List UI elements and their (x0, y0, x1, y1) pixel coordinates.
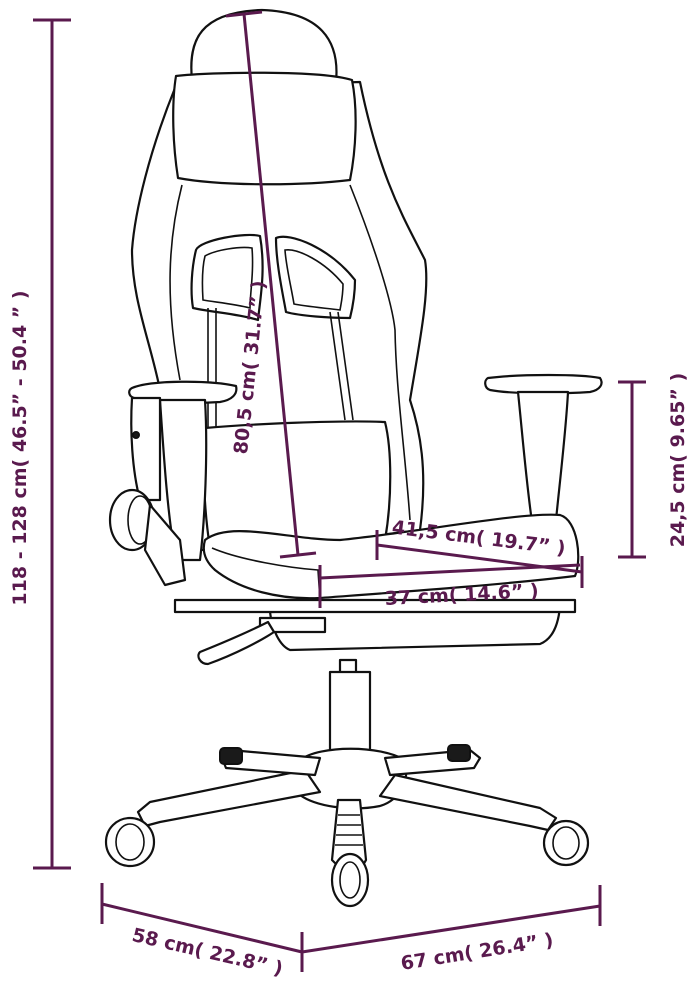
base-leg-front-right (378, 773, 558, 832)
seat-front-roll (211, 547, 321, 601)
gas-cylinder (328, 670, 372, 754)
base-depth-label: 58 cm( 22.8” ) (130, 924, 285, 980)
right-armrest-post (516, 390, 570, 524)
caster-back-right (447, 744, 471, 762)
armrest-height-label: 24,5 cm( 9.65” ) (667, 373, 689, 548)
side-bracket (130, 396, 162, 502)
backrest-height-line (242, 13, 300, 556)
caster-back-left (219, 747, 243, 765)
lumbar-strap-right (329, 311, 354, 421)
base-leg-front-left (136, 768, 322, 828)
caster-front (330, 852, 370, 908)
backrest-inner-seam (169, 184, 411, 521)
headrest (190, 8, 338, 84)
left-shoulder-opening (190, 233, 264, 322)
right-shoulder-opening (274, 235, 357, 320)
right-armrest-pad (484, 373, 603, 395)
footrest-bar (173, 598, 577, 614)
right-shoulder-opening-inner (284, 249, 344, 311)
caster-left (104, 816, 156, 868)
seat-cushion (202, 513, 580, 600)
base-width-label: 67 cm( 26.4” ) (399, 929, 555, 975)
neck-pillow (172, 71, 357, 186)
gaming-chair-illustration (104, 8, 603, 908)
dimension-lines (33, 10, 646, 972)
backrest-height-cap-bottom (279, 551, 317, 559)
side-bolt (132, 431, 140, 439)
tilt-lever (197, 620, 276, 666)
lumbar-strap-left (207, 308, 217, 430)
seat-width-line (319, 563, 581, 580)
total-height-label: 118 - 128 cm( 46.5” - 50.4 ” ) (9, 290, 31, 605)
caster-right (542, 819, 590, 867)
left-shoulder-opening-inner (201, 246, 254, 310)
base-width-line (301, 904, 601, 954)
backrest-height-cap-top (225, 10, 263, 18)
base-leg-front-ribs (335, 814, 363, 846)
base-depth-line (101, 902, 303, 954)
mechanism-link (143, 503, 187, 587)
left-armrest-post (158, 398, 208, 562)
